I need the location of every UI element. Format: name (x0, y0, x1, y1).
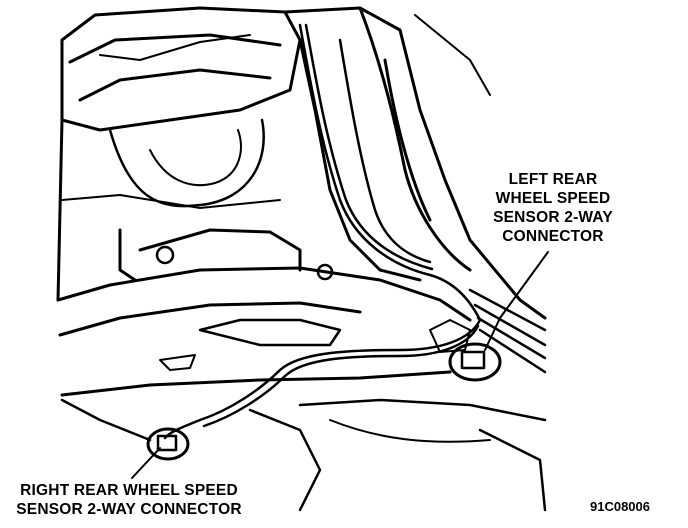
trunk-panel (56, 6, 302, 302)
label-line: SENSOR 2-WAY CONNECTOR (16, 501, 242, 518)
label-line: LEFT REAR (508, 171, 598, 188)
label-line: SENSOR 2-WAY (493, 209, 613, 226)
label-line: CONNECTOR (502, 228, 604, 245)
right-rear-connector (146, 427, 190, 461)
label-line: WHEEL SPEED (495, 190, 611, 207)
figure-code: 91C08006 (590, 499, 650, 514)
right-connector-leader (131, 447, 161, 479)
right-rear-sensor-connector-label: RIGHT REAR WHEEL SPEED SENSOR 2-WAY CONN… (6, 481, 252, 519)
rear-body-edge (468, 288, 547, 374)
floor-pan (56, 228, 547, 512)
left-rear-connector (448, 342, 502, 382)
wiring-harness (99, 23, 482, 440)
left-connector-leader (484, 251, 549, 351)
label-line: RIGHT REAR WHEEL SPEED (20, 482, 238, 499)
left-rear-sensor-connector-label: LEFT REAR WHEEL SPEED SENSOR 2-WAY CONNE… (478, 170, 628, 246)
